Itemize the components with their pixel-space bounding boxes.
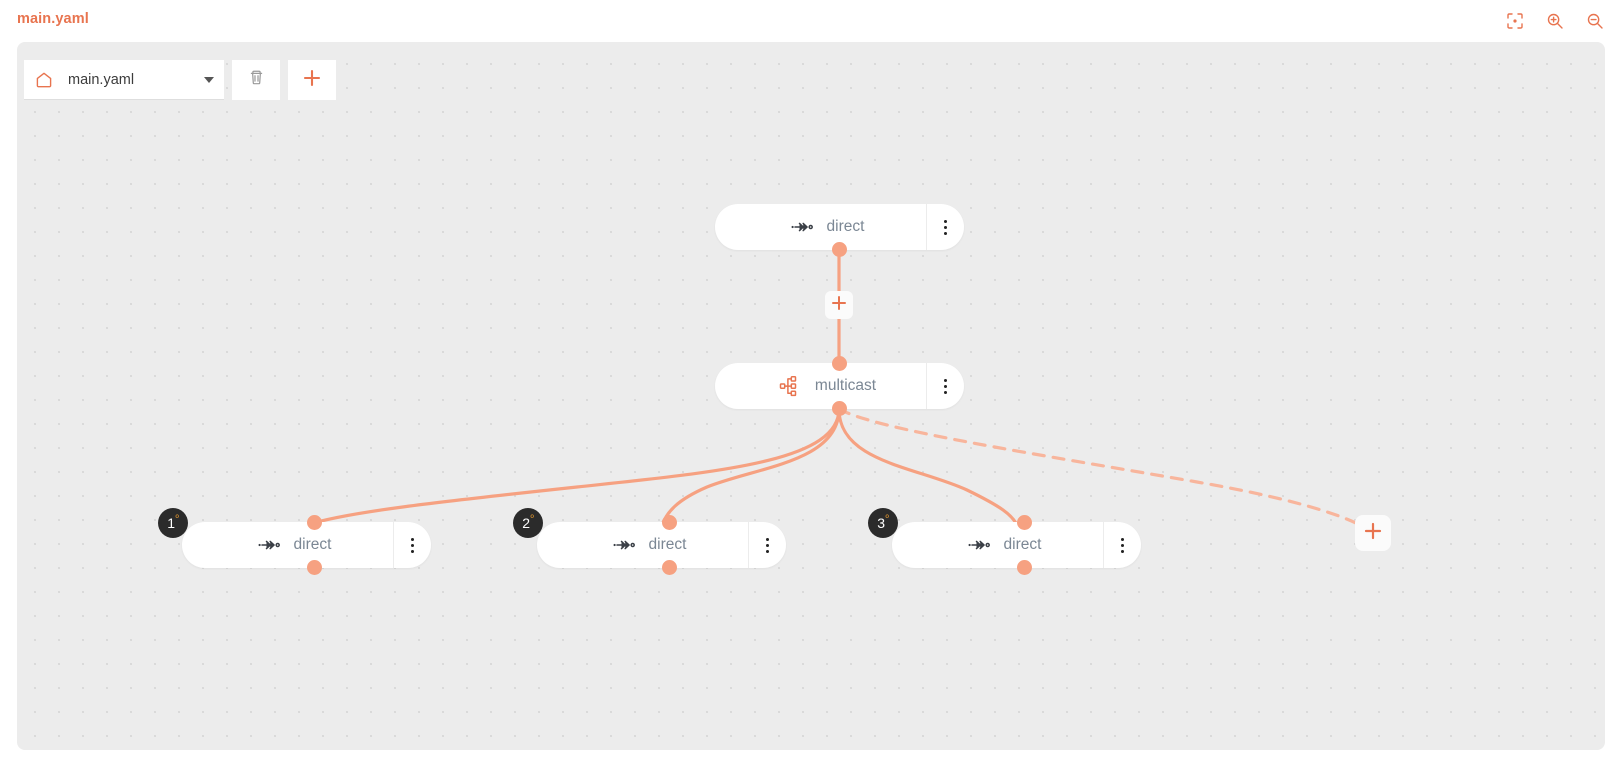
node-body[interactable]: direct [537,522,748,568]
kebab-dot [1121,543,1124,547]
node-label: direct [1003,536,1042,553]
page-title: main.yaml [17,11,89,27]
node-input-port[interactable] [1017,515,1032,530]
branch-order-number: 2 [522,515,530,531]
node-output-port[interactable] [662,560,677,575]
kebab-dot [944,219,947,223]
chevron-down-icon [204,76,214,83]
node-body[interactable]: multicast [715,363,926,409]
node-input-port[interactable] [307,515,322,530]
node-body[interactable]: direct [182,522,393,568]
kebab-menu-icon[interactable] [393,522,431,568]
add-branch-button[interactable] [1355,515,1391,551]
direct-endpoint-icon [613,534,635,556]
kebab-dot [411,549,414,553]
kebab-dot [766,549,769,553]
flow-toolbar: main.yaml [24,60,336,100]
node-multicast[interactable]: multicast [715,356,964,416]
branch-order-number: 1 [167,515,175,531]
branch-order-suffix: º [885,513,889,524]
route-selector-value: main.yaml [68,71,135,88]
kebab-menu-icon[interactable] [1103,522,1141,568]
kebab-dot [766,537,769,541]
route-selector[interactable]: main.yaml [24,60,224,100]
node-output-port[interactable] [307,560,322,575]
branch-order-suffix: º [175,513,179,524]
direct-endpoint-icon [258,534,280,556]
window-header: main.yaml [0,0,1622,42]
kebab-dot [944,225,947,229]
node-input-port[interactable] [662,515,677,530]
kebab-dot [1121,549,1124,553]
node-label: direct [648,536,687,553]
trash-icon [248,69,265,91]
delete-route-button[interactable] [232,60,280,100]
kebab-dot [944,378,947,382]
node-output-port[interactable] [832,242,847,257]
kebab-dot [944,384,947,388]
zoom-in-icon[interactable] [1542,8,1568,34]
node-label: multicast [814,377,877,394]
kebab-dot [944,390,947,394]
header-actions [1502,8,1608,34]
branch-order-number: 3 [877,515,885,531]
kebab-dot [944,231,947,235]
node-body[interactable]: direct [892,522,1103,568]
kebab-dot [766,543,769,547]
plus-icon [1362,520,1384,547]
flow-canvas[interactable]: main.yaml [17,42,1605,750]
node-output-port[interactable] [1017,560,1032,575]
kebab-dot [411,543,414,547]
kebab-dot [1121,537,1124,541]
branch-order-suffix: º [530,513,534,524]
plus-icon [830,294,848,317]
plus-icon [301,67,323,94]
fit-to-screen-icon[interactable] [1502,8,1528,34]
kebab-menu-icon[interactable] [926,363,964,409]
add-step-button[interactable] [825,291,853,319]
kebab-dot [411,537,414,541]
node-from-direct[interactable]: direct [715,204,964,257]
kebab-menu-icon[interactable] [926,204,964,250]
node-output-port[interactable] [832,401,847,416]
direct-endpoint-icon [968,534,990,556]
node-body[interactable]: direct [715,204,926,250]
node-label: direct [826,218,865,235]
node-input-port[interactable] [832,356,847,371]
add-route-button[interactable] [288,60,336,100]
home-icon [34,70,54,90]
direct-endpoint-icon [791,216,813,238]
multicast-icon [779,375,801,397]
node-label: direct [293,536,332,553]
zoom-out-icon[interactable] [1582,8,1608,34]
kebab-menu-icon[interactable] [748,522,786,568]
